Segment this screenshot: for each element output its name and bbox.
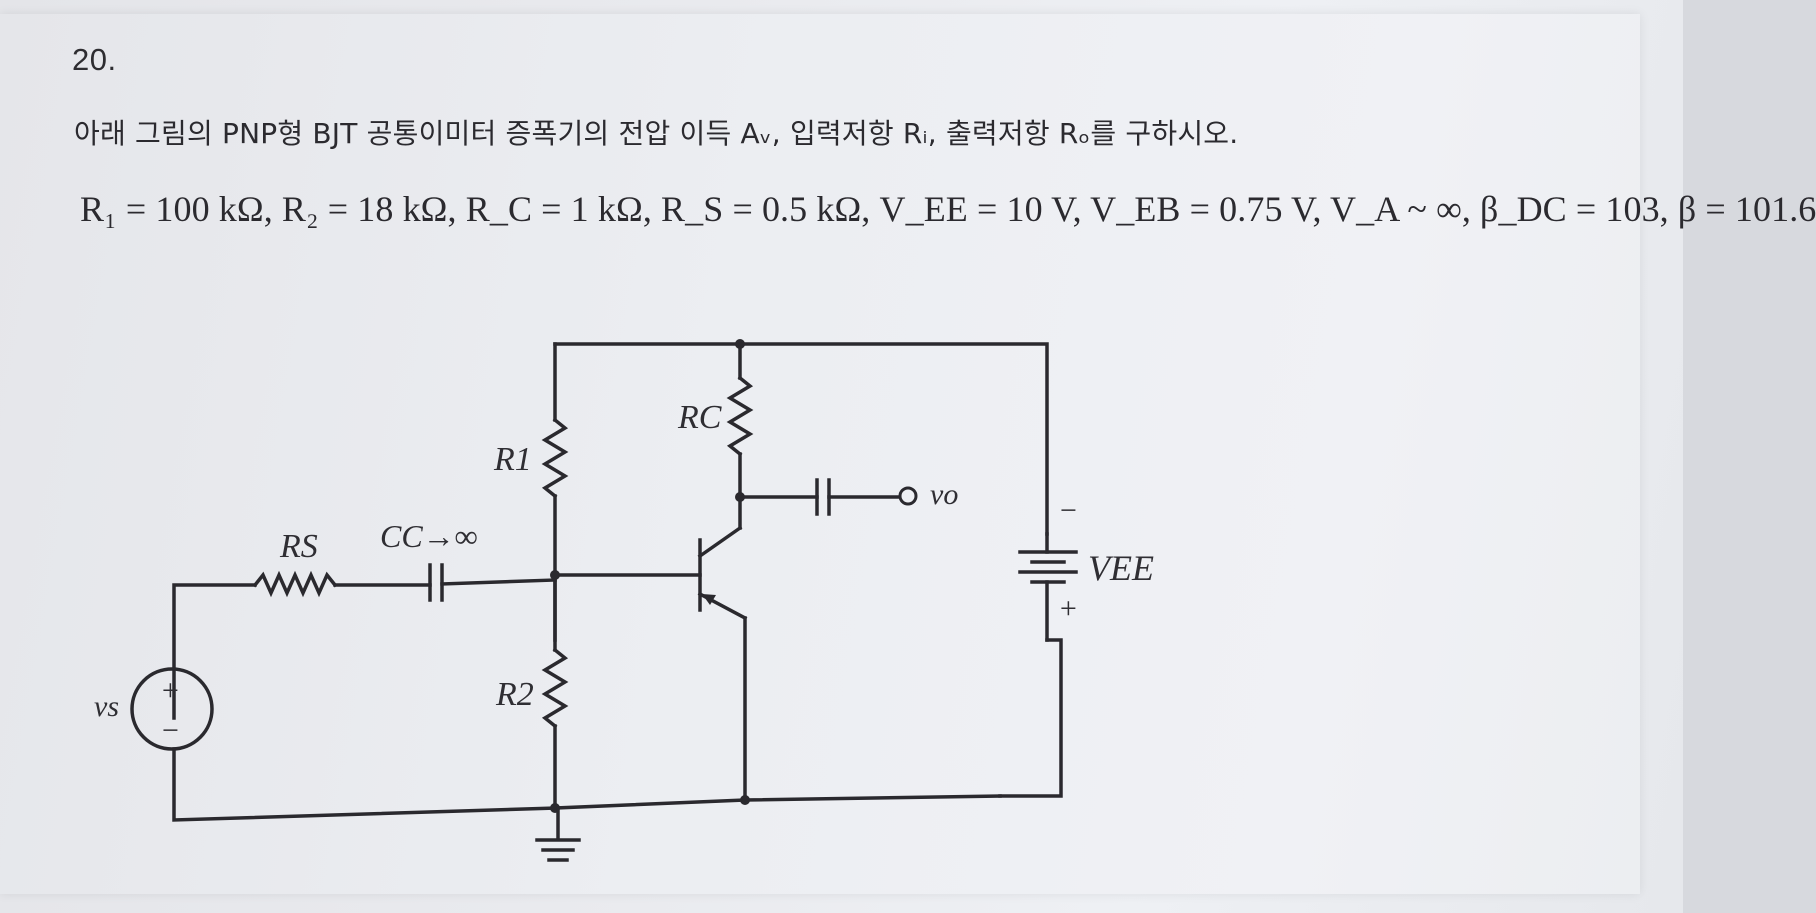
circuit-diagram: − + VEE R1 R2 — [94, 339, 1154, 862]
rs-label: RS — [279, 528, 318, 565]
top-wire — [553, 342, 1049, 536]
collector-node — [735, 492, 745, 502]
signal-source — [130, 667, 557, 822]
source-plus-sign: + — [160, 674, 180, 707]
vo-label: vo — [930, 478, 958, 511]
problem-sheet — [0, 14, 1640, 894]
problem-number: 20. — [72, 42, 117, 77]
output-capacitor — [738, 478, 918, 516]
source-minus-sign: − — [160, 714, 180, 747]
rc-resistor — [726, 342, 754, 500]
ground-symbol — [535, 806, 581, 862]
rs-resistor — [172, 570, 432, 720]
problem-question: 아래 그림의 PNP형 BJT 공통이미터 증폭기의 전압 이득 Aᵥ, 입력저… — [74, 117, 1239, 150]
vee-battery — [998, 532, 1078, 798]
r2-resistor — [541, 573, 569, 810]
bottom-wire — [553, 794, 1002, 810]
emitter-node — [740, 795, 750, 805]
battery-plus-sign: + — [1058, 592, 1078, 625]
vee-label: VEE — [1088, 548, 1154, 588]
vs-label: vs — [94, 690, 119, 723]
r1-label: R1 — [493, 441, 532, 478]
cc-label: CC→∞ — [380, 518, 478, 554]
battery-minus-sign: − — [1058, 494, 1078, 527]
r2-label: R2 — [495, 676, 534, 713]
top-node — [735, 339, 745, 349]
given-values: R₁ = 100 kΩ, R₂ = 18 kΩ, R_C = 1 kΩ, R_S… — [80, 189, 1816, 229]
input-capacitor — [428, 563, 557, 602]
rc-label: RC — [677, 399, 722, 436]
base-node — [550, 570, 560, 580]
pnp-transistor — [697, 496, 748, 802]
